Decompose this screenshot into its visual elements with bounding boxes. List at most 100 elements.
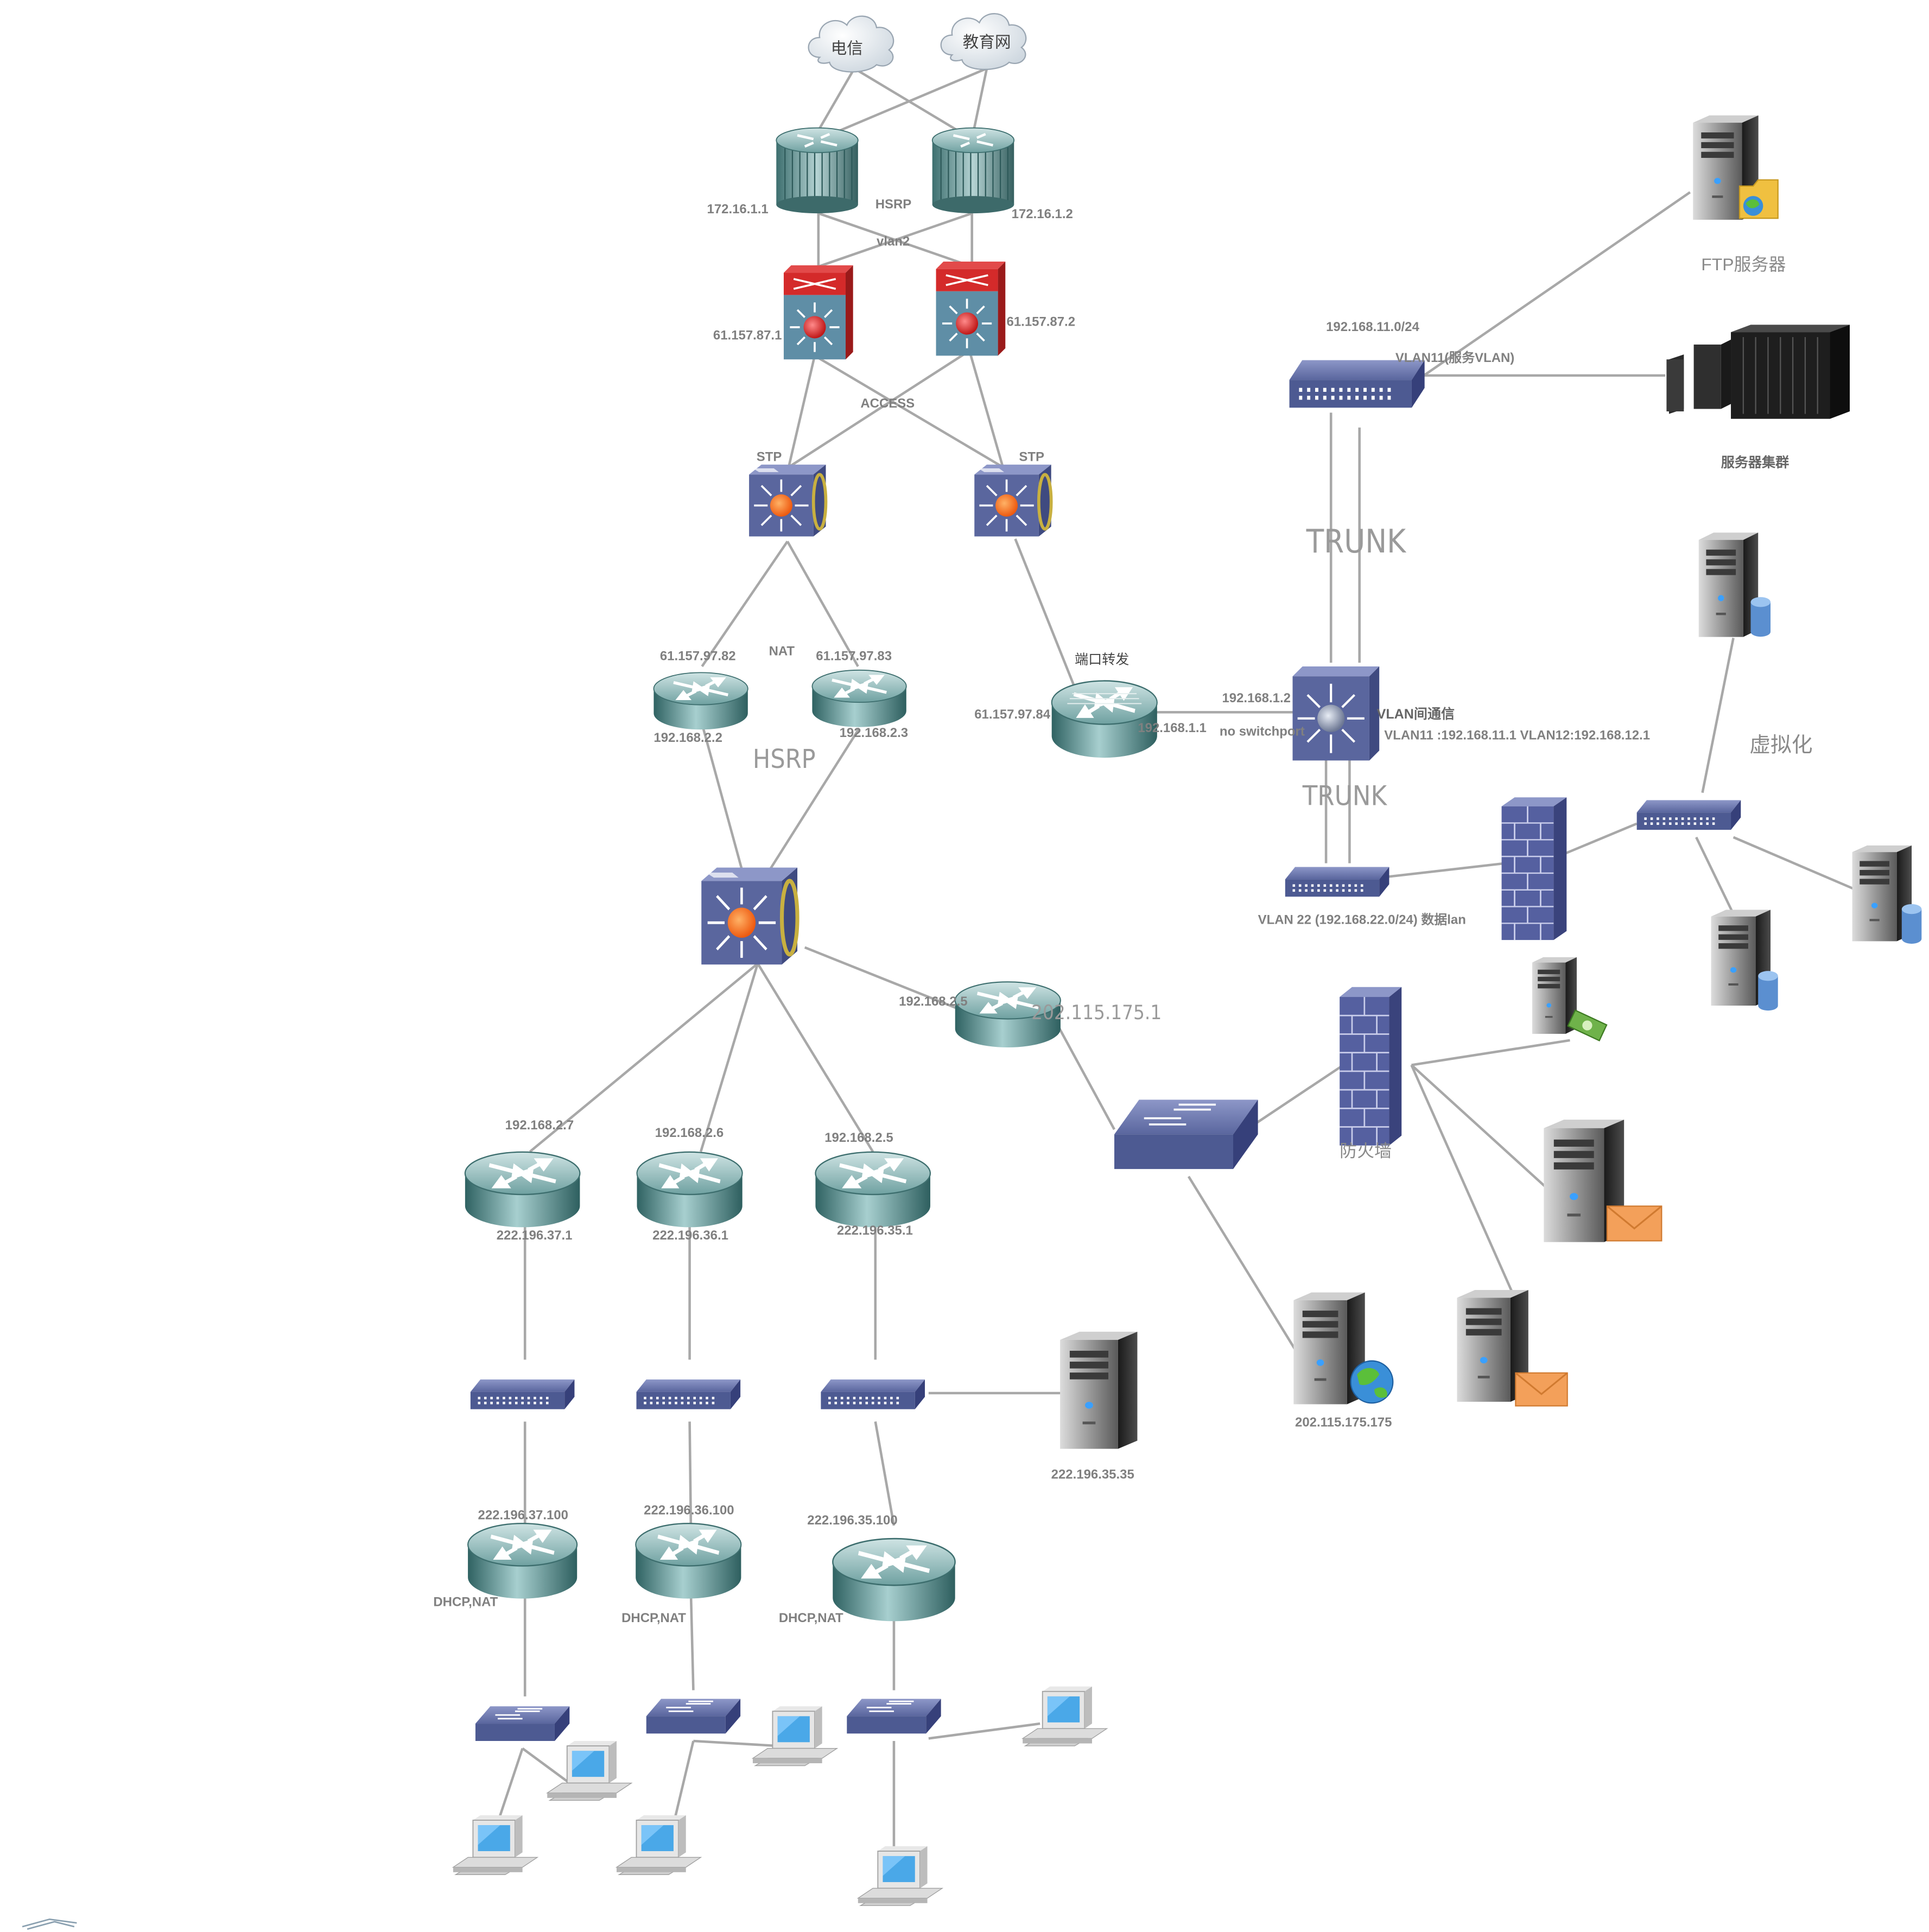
branch-router-2 [637, 1152, 743, 1228]
label-stp-right: STP [1019, 449, 1044, 464]
folder-icon [1738, 179, 1779, 219]
label-nat: NAT [769, 644, 795, 658]
label-r-core2-ip: 172.16.1.2 [1012, 207, 1073, 221]
stp-switch-right [974, 465, 1051, 536]
label-l3sw-ip: 192.168.1.2 [1222, 691, 1290, 706]
cloud-edu-label: 教育网 [963, 33, 1011, 51]
nat-router-right [812, 670, 906, 727]
label-l3-left-ip: 61.157.87.1 [713, 328, 782, 343]
core-router-left [776, 128, 858, 213]
label-server-cluster: 服务器集群 [1721, 455, 1789, 471]
label-trunk-top: TRUNK [1306, 523, 1407, 560]
dmz-switch [1113, 1098, 1259, 1170]
label-port-forward: 端口转发 [1075, 652, 1129, 667]
data-vlan-hub [1285, 867, 1389, 897]
branch-hub-2 [636, 1379, 741, 1409]
label-trunk-bottom: TRUNK [1302, 779, 1388, 811]
labels: 172.16.1.1 172.16.1.2 HSRP vlan2 61.157.… [433, 197, 1812, 1625]
connector-icon [22, 1918, 77, 1930]
server-cluster [1666, 325, 1850, 419]
port-forward-router [1052, 681, 1157, 758]
web-server [1293, 1292, 1394, 1404]
pc-2a [615, 1814, 702, 1876]
l3-switch-left [783, 264, 854, 361]
virtualization-hub [1636, 800, 1741, 830]
database-icon [1758, 971, 1778, 1011]
label-vlan-comm: VLAN间通信 [1377, 707, 1455, 722]
firewall-dmz [1338, 986, 1403, 1147]
local-router-1 [468, 1523, 577, 1599]
label-nat-right-ip-bottom: 192.168.2.3 [840, 726, 908, 740]
label-access: ACCESS [860, 396, 915, 411]
cash-icon [1567, 1009, 1608, 1041]
firewall-data-vlan [1501, 796, 1568, 941]
label-server-vlan-subnet: 192.168.11.0/24 [1326, 320, 1419, 334]
label-stp-left: STP [757, 449, 782, 464]
db-server-right [1852, 845, 1922, 944]
central-multilayer-switch [701, 868, 797, 965]
db-server-top [1698, 532, 1771, 637]
label-l3-right-ip: 61.157.87.2 [1007, 315, 1075, 329]
label-lr3-ip: 222.196.35.100 [807, 1513, 897, 1528]
label-nat-left-ip-top: 61.157.97.82 [660, 649, 736, 664]
label-server-vlan: VLAN11(服务VLAN) [1395, 350, 1514, 365]
label-nat-left-ip-bottom: 192.168.2.2 [653, 730, 722, 745]
label-vlan2: vlan2 [877, 234, 910, 249]
branch-router-1 [465, 1152, 580, 1228]
pc-3b [1022, 1686, 1108, 1747]
core-router-right [932, 128, 1014, 213]
label-lr2-ip: 222.196.36.100 [644, 1503, 734, 1518]
local-router-2 [636, 1523, 741, 1599]
label-ftp-server: FTP服务器 [1701, 255, 1786, 274]
label-data-vlan: VLAN 22 (192.168.22.0/24) 数据lan [1258, 912, 1466, 927]
mail-server-large [1544, 1120, 1663, 1242]
branch-hub-3 [821, 1379, 925, 1409]
label-br3-bottom: 222.196.35.1 [837, 1223, 913, 1238]
branch-router-3 [815, 1152, 930, 1228]
cloud-telecom: 电信 [808, 15, 894, 73]
ftp-server [1693, 115, 1779, 220]
label-firewall: 防火墙 [1340, 1141, 1392, 1160]
pc-3a [857, 1845, 943, 1906]
envelope-icon [1606, 1205, 1663, 1242]
local-router-3 [833, 1539, 955, 1621]
nat-router-left [653, 672, 747, 729]
label-vlan-ips: VLAN11 :192.168.11.1 VLAN12:192.168.12.1 [1384, 728, 1650, 743]
branch-hub-1 [470, 1379, 575, 1409]
vlan-core-switch [1292, 666, 1379, 760]
cloud-telecom-label: 电信 [831, 40, 863, 58]
label-br2-top: 192.168.2.6 [655, 1126, 724, 1140]
label-dhcp2: DHCP,NAT [621, 1611, 686, 1625]
cloud-edu: 教育网 [940, 13, 1027, 71]
l3-switch-right [935, 260, 1007, 357]
label-pf-ip-left: 61.157.97.84 [974, 707, 1050, 722]
label-hsrp-mid: HSRP [753, 745, 816, 774]
lan-switch-3 [846, 1698, 942, 1734]
branch-server [1060, 1331, 1138, 1449]
lan-switch-2 [645, 1698, 741, 1734]
database-icon [1750, 597, 1771, 637]
pc-1a [452, 1814, 538, 1876]
label-pf-ip-right: 192.168.1.1 [1138, 721, 1206, 735]
label-br3-top: 192.168.2.5 [824, 1130, 893, 1145]
label-dhcp1: DHCP,NAT [433, 1594, 498, 1609]
label-dmz-router-ip-right: 202.115.175.1 [1031, 1001, 1162, 1024]
label-dhcp3: DHCP,NAT [779, 1611, 843, 1625]
label-virtualization: 虚拟化 [1749, 733, 1812, 757]
envelope-icon [1514, 1372, 1569, 1407]
mail-server-small [1457, 1289, 1569, 1407]
pc-2b [752, 1705, 838, 1766]
label-lr1-ip: 222.196.37.100 [478, 1508, 568, 1523]
label-dmz-router-ip-left: 192.168.2.5 [899, 994, 967, 1009]
payment-server [1532, 957, 1608, 1041]
label-nat-right-ip-top: 61.157.97.83 [816, 649, 892, 664]
stp-switch-left [749, 465, 826, 536]
lan-switch-1 [474, 1705, 570, 1742]
label-br1-top: 192.168.2.7 [505, 1118, 574, 1133]
label-branch-server-ip: 222.196.35.35 [1051, 1467, 1134, 1482]
label-br2-bottom: 222.196.36.1 [652, 1228, 728, 1243]
database-icon [1901, 904, 1922, 944]
label-no-switchport: no switchport [1220, 724, 1305, 739]
server-vlan-switch [1289, 360, 1425, 408]
